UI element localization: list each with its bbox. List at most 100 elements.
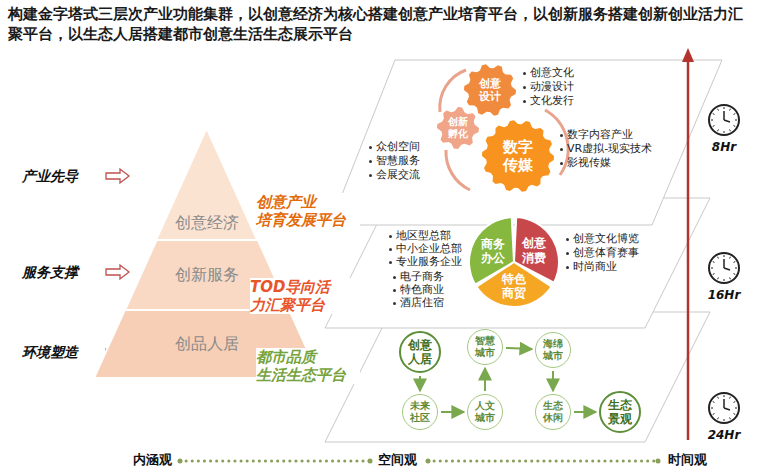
level-label: 产业先导 [22, 168, 78, 185]
level-label: 环境塑造 [22, 344, 78, 361]
bullet-item: 时尚商业 [565, 260, 617, 273]
clock-tick [724, 255, 725, 257]
bullet-item: 数字内容产业 [559, 128, 633, 141]
platform-label: 都市品质 生活生态平台 [256, 348, 360, 384]
bullet-item: VR虚拟-现实技术 [559, 142, 652, 155]
clock-tick [730, 257, 731, 259]
clock-tick [713, 262, 715, 263]
axis-label: 内涵观 [133, 452, 172, 468]
circle-label: 生态景观 [607, 398, 633, 427]
rotation-arc [440, 70, 466, 112]
axis-arrowhead [682, 48, 694, 62]
platform-label: TOD导向活 力汇聚平台 [250, 278, 354, 314]
guide-dot [426, 459, 431, 464]
clock-hand [724, 120, 730, 122]
clock-hand [724, 408, 730, 410]
clock-tick [724, 395, 725, 397]
clock-tick [724, 131, 725, 133]
outline-arrow [106, 265, 129, 279]
bullet-item: 创意文化 [522, 66, 574, 79]
gear-shape: 创新孵化 [436, 106, 480, 150]
clock-tick [734, 402, 736, 403]
time-label: 16Hr [708, 288, 741, 302]
bullet-item: 电子商务 [392, 270, 444, 283]
pyramid-fill [156, 128, 257, 240]
platform-label: 创意产业 培育发展平台 [256, 193, 360, 229]
pie-label: 创意消费 [521, 236, 547, 265]
circle-label: 创意人居 [407, 338, 433, 367]
gear-label: 创意设计 [478, 77, 502, 103]
circle-node: 生态景观 [599, 391, 641, 433]
flow-arrow [574, 411, 596, 413]
circle-label: 生态休闲 [542, 400, 564, 424]
circle-node: 创意人居 [399, 331, 441, 373]
layer-plane [330, 60, 722, 225]
circle-label: 智慧城市 [474, 335, 496, 359]
band-label: 创意经济 [175, 213, 239, 232]
clock-tick [730, 130, 731, 132]
guide-dot [368, 459, 373, 464]
bullet-item: 创意文化博览 [565, 232, 639, 245]
band-label: 创新服务 [175, 265, 239, 284]
rotation-arc [446, 150, 470, 190]
bullet-item: 影视传媒 [559, 156, 611, 169]
bullet-item: 众创空间 [368, 140, 420, 153]
bullet-item: 地区型总部 [388, 229, 451, 242]
clock-tick [724, 107, 725, 109]
outline-arrow [106, 169, 129, 183]
clock-tick [734, 414, 736, 415]
circle-label: 海绵城市 [542, 338, 564, 362]
clock-icon [709, 105, 739, 135]
clock-tick [730, 109, 731, 111]
bullet-item: 特色商业 [392, 283, 444, 296]
gear-body [464, 64, 516, 115]
clock-tick [711, 268, 713, 269]
clock-tick [718, 130, 719, 132]
bullet-item: 文化发行 [522, 94, 574, 107]
time-axis [687, 60, 690, 440]
clock-tick [730, 278, 731, 280]
gear-shape: 创意设计 [463, 63, 517, 117]
clock-tick [730, 418, 731, 420]
clock-tick [730, 397, 731, 399]
clock-face [709, 393, 739, 423]
flow-arrow [419, 376, 421, 391]
clock-tick [734, 262, 736, 263]
clock-hand [723, 259, 725, 268]
clock-tick [724, 279, 725, 281]
circle-node: 人文城市 [467, 394, 503, 430]
clock-tick [735, 408, 737, 409]
clock-tick [718, 109, 719, 111]
bullet-item: 酒店住宿 [392, 296, 444, 309]
clock-tick [718, 418, 719, 420]
clock-tick [713, 114, 715, 115]
clock-icon [709, 253, 739, 283]
dotted-guide [180, 460, 370, 463]
axis-label: 空间观 [378, 452, 417, 468]
bullet-item: 中小企业总部 [388, 242, 462, 255]
clock-tick [718, 257, 719, 259]
guide-dot [656, 459, 661, 464]
clock-hand [724, 268, 730, 270]
clock-hand [723, 399, 725, 408]
clock-tick [735, 268, 737, 269]
clock-tick [735, 120, 737, 121]
bullet-item: 专业服务企业 [388, 255, 462, 268]
gear-label: 创新孵化 [447, 116, 469, 140]
axis-label: 时间观 [668, 452, 707, 468]
flow-arrow [552, 371, 554, 391]
flow-arrow [506, 348, 532, 349]
circle-node: 智慧城市 [467, 329, 503, 365]
clock-tick [713, 274, 715, 275]
pie-segment: 特色商贸 [469, 217, 559, 307]
dotted-guide [428, 460, 658, 463]
clock-tick [734, 114, 736, 115]
pyramid-band: 创意经济 [156, 128, 257, 240]
clock-hand [723, 111, 725, 120]
clock-tick [711, 408, 713, 409]
clock-icon [709, 393, 739, 423]
title-text: 构建金字塔式三层次产业功能集群，以创意经济为核心搭建创意产业培育平台，以创新服务… [8, 4, 753, 45]
band-label: 创品人居 [175, 334, 239, 353]
